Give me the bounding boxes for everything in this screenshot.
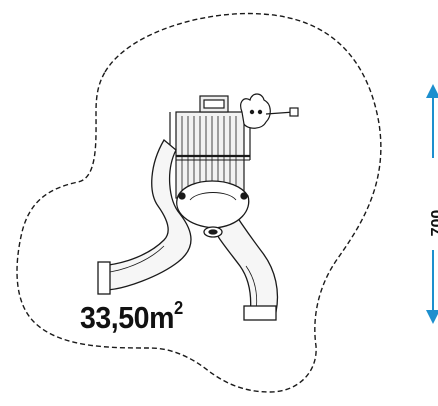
area-label: 33,50m2 [80,298,183,336]
safety-zone-outline [16,12,382,393]
dimension-arrow-bottom [426,250,438,324]
central-platform [176,180,250,238]
slide-right [209,205,279,321]
slide-left [97,139,192,295]
area-value: 33,50m [80,300,174,335]
dimension-label: 700 [429,209,438,237]
animal-panel [240,93,299,129]
dimension-arrow-top [426,84,438,158]
area-unit-superscript: 2 [173,298,183,318]
